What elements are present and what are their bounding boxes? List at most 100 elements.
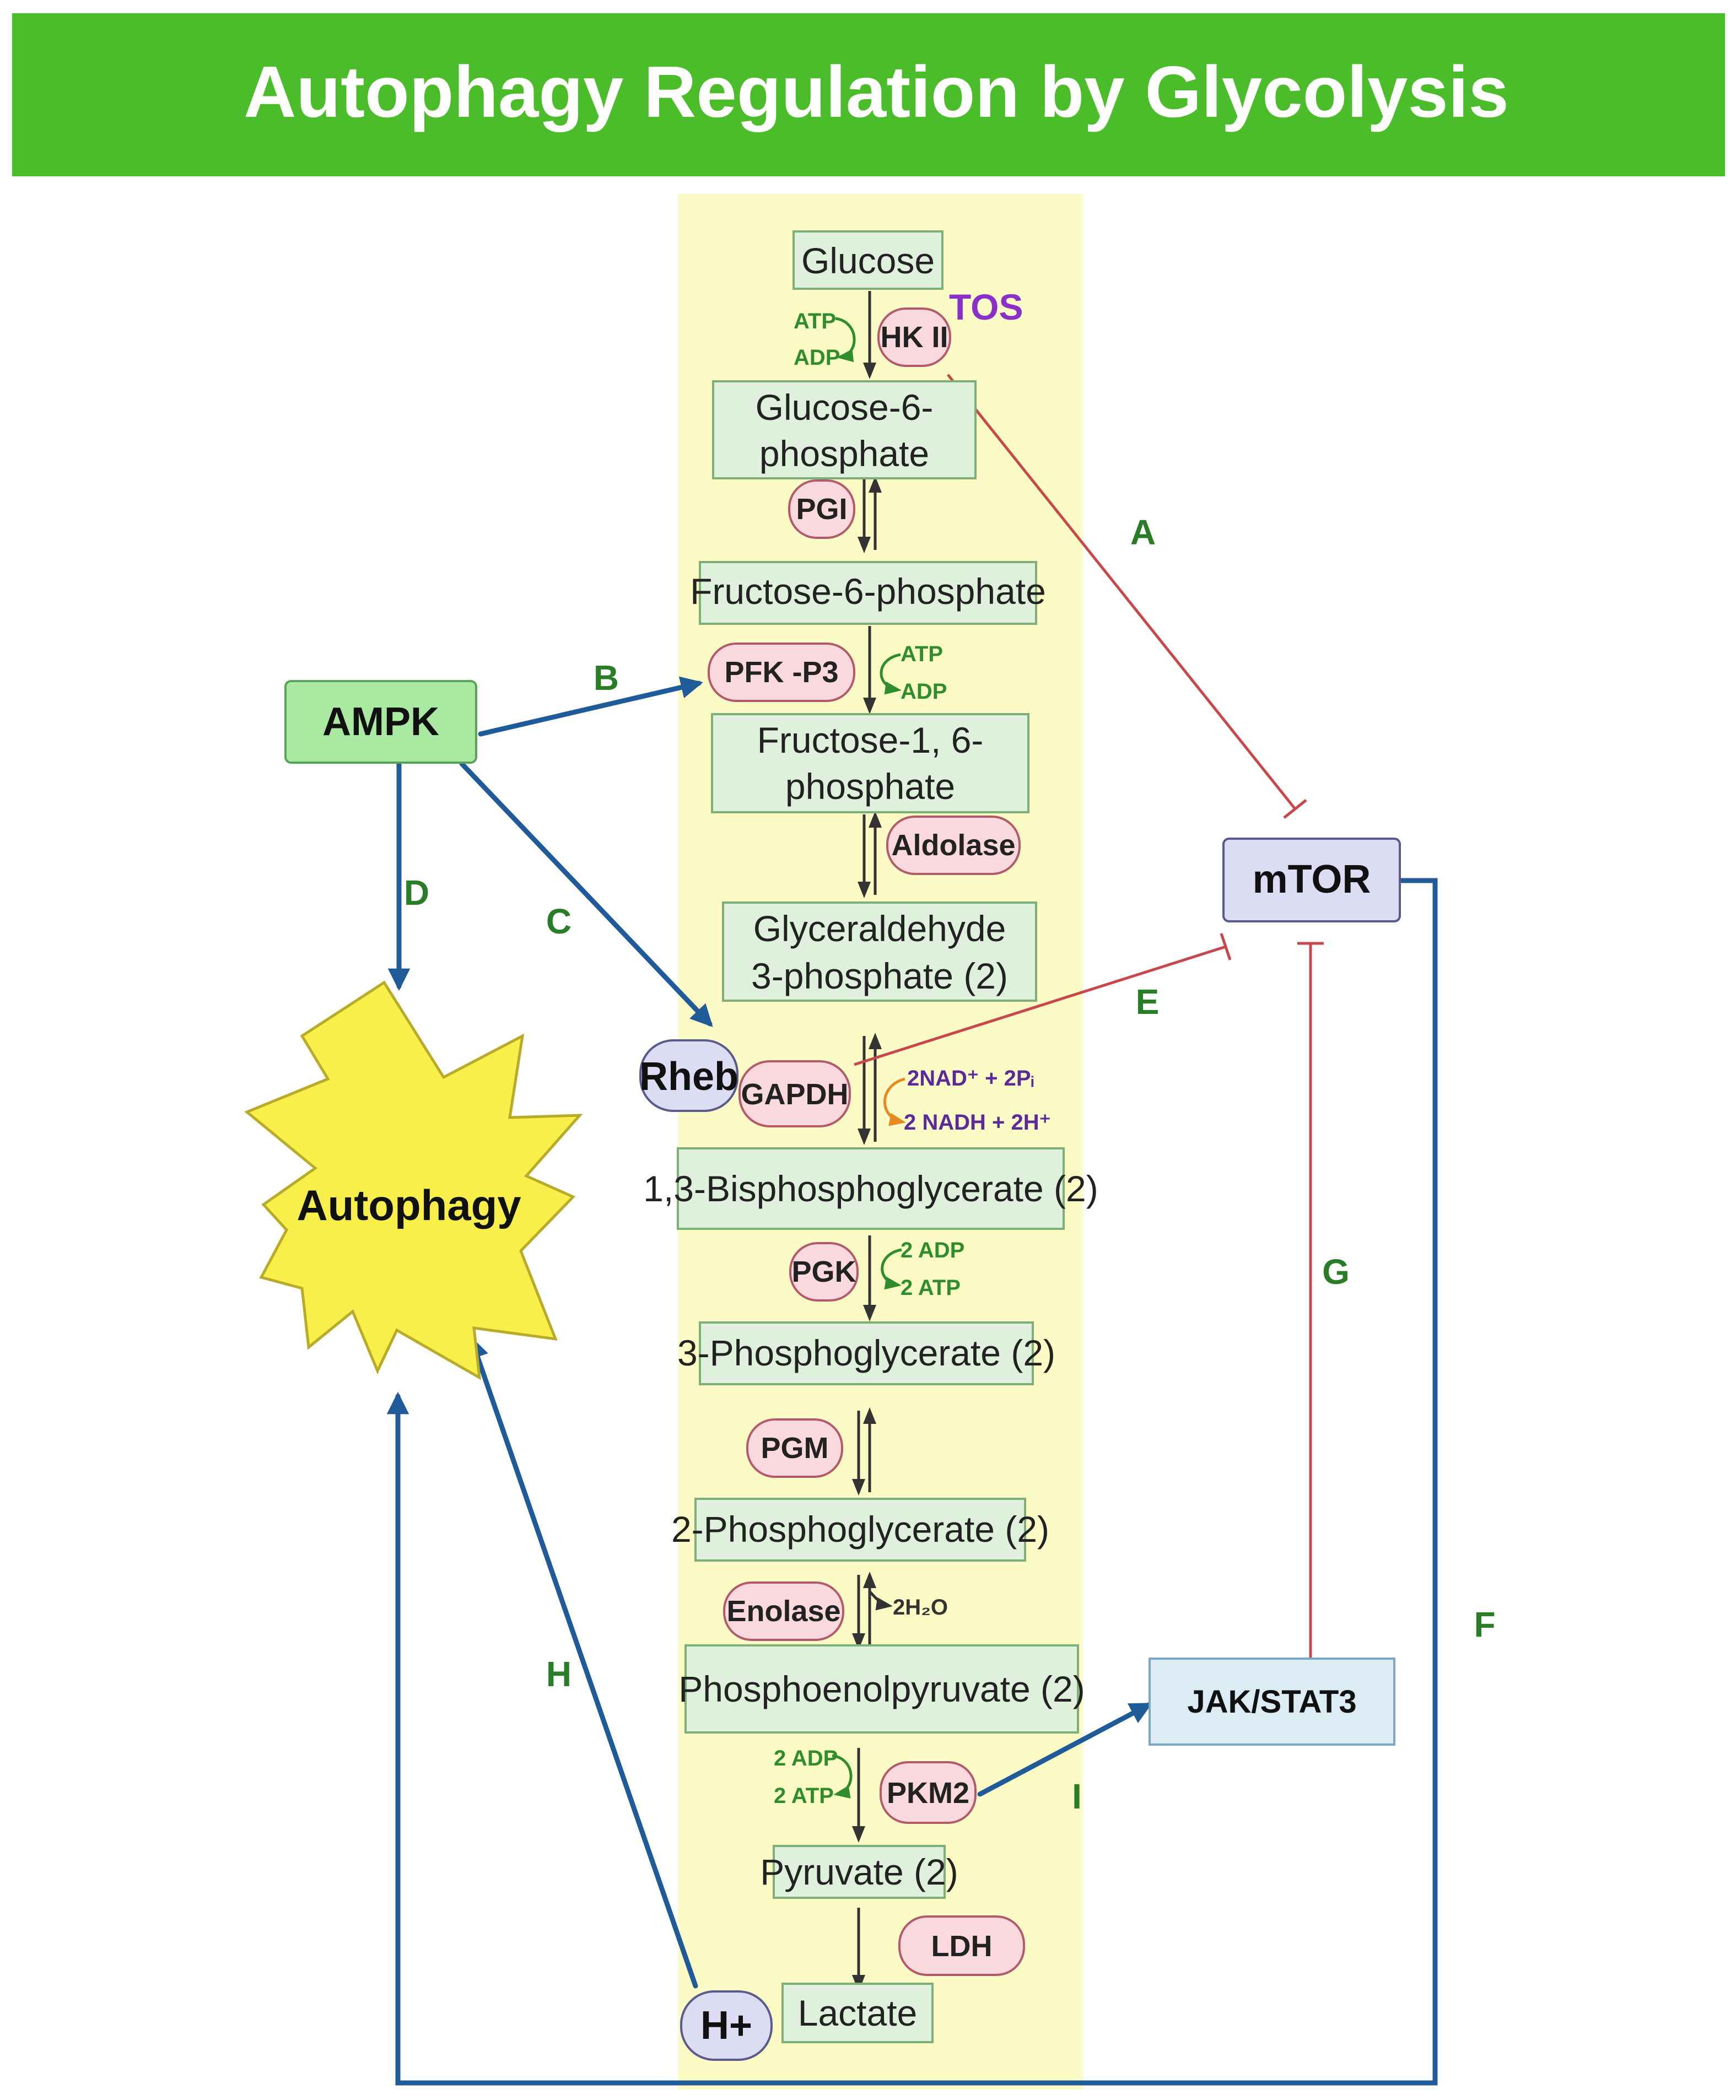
tos-label: TOS — [949, 287, 1023, 327]
hk-cofactor-curve — [835, 317, 856, 363]
label-pep: Phosphoenolpyruvate (2) — [678, 1669, 1085, 1709]
label-pgi: PGI — [796, 493, 847, 526]
edge-f-arrow — [386, 878, 1438, 2086]
label-enolase: Enolase — [726, 1595, 840, 1628]
label-g6p-line2: phosphate — [759, 433, 929, 474]
label-aldolase: Aldolase — [891, 829, 1015, 862]
enzyme-pfk — [708, 643, 855, 702]
pathway-arrows — [852, 291, 882, 1991]
label-gap-line2: 3-phosphate (2) — [751, 955, 1008, 996]
pgk-cofactor-curve — [881, 1248, 902, 1290]
label-f16bp-line2: phosphate — [785, 766, 955, 807]
enzyme-pgi — [788, 479, 855, 539]
enzyme-enolase — [723, 1581, 844, 1641]
enzyme-pgk — [789, 1242, 859, 1302]
autophagy-starburst — [244, 980, 583, 1380]
label-3pg: 3-Phosphoglycerate (2) — [677, 1332, 1055, 1373]
edge-i-arrow — [977, 1702, 1153, 1797]
edge-a-inhibition — [947, 374, 1307, 819]
edge-label-a: A — [1130, 512, 1156, 552]
title-bar — [12, 13, 1725, 176]
metabolite-f6p — [699, 561, 1037, 625]
autophagy-label: Autophagy — [296, 1181, 521, 1229]
label-2pg: 2-Phosphoglycerate (2) — [671, 1509, 1049, 1550]
enzyme-pgm — [746, 1418, 843, 1478]
metabolite-pep — [684, 1644, 1079, 1734]
cofactor-enolase-out: 2H₂O — [893, 1595, 948, 1619]
label-lactate: Lactate — [798, 1993, 918, 2033]
cofactor-pfk-out: ADP — [901, 679, 947, 704]
edge-label-i: I — [1072, 1777, 1082, 1816]
cofactor-pgk-out: 2 ATP — [901, 1276, 961, 1300]
hplus-pill — [680, 1990, 773, 2061]
label-bpg: 1,3-Bisphosphoglycerate (2) — [643, 1168, 1098, 1209]
jak-stat3-box — [1149, 1658, 1395, 1746]
edge-letters: A B C D E F G H I — [404, 512, 1496, 1816]
mtor-label: mTOR — [1253, 857, 1371, 901]
label-pyruvate: Pyruvate (2) — [760, 1851, 958, 1892]
edge-label-b: B — [594, 658, 619, 698]
cofactor-hk-in: ATP — [794, 309, 836, 333]
cofactor-pkm-in: 2 ADP — [774, 1746, 838, 1770]
edge-g-inhibition — [1297, 942, 1324, 1658]
edge-label-e: E — [1136, 982, 1160, 1022]
ampk-box — [284, 680, 477, 764]
enzyme-labels: HK II PGI PFK -P3 Aldolase GAPDH PGK PGM… — [724, 321, 1015, 1963]
edge-label-f: F — [1474, 1605, 1495, 1644]
cofactor-pgk-in: 2 ADP — [901, 1238, 964, 1262]
enzyme-pills — [708, 307, 1025, 1976]
label-gapdh: GAPDH — [741, 1078, 848, 1111]
cofactor-gapdh-in: 2NAD⁺ + 2Pᵢ — [907, 1066, 1034, 1091]
label-f6p: Fructose-6-phosphate — [690, 571, 1046, 612]
edge-c-arrow — [459, 761, 713, 1027]
enolase-cofactor-curve — [869, 1590, 893, 1611]
cofactor-pfk-in: ATP — [901, 642, 943, 666]
metabolite-lactate — [781, 1983, 934, 2043]
label-hk2: HK II — [880, 321, 948, 354]
label-pkm2: PKM2 — [887, 1777, 969, 1810]
cofactor-labels: ATP ADP ATP ADP 2NAD⁺ + 2Pᵢ 2 NADH + 2H⁺… — [774, 309, 1051, 1808]
jak-stat3-label: JAK/STAT3 — [1187, 1684, 1356, 1720]
metabolite-pyruvate — [773, 1845, 946, 1899]
enzyme-pkm2 — [880, 1761, 977, 1824]
page-title: Autophagy Regulation by Glycolysis — [244, 51, 1509, 132]
label-pfk: PFK -P3 — [724, 656, 838, 689]
edge-h-arrow — [467, 1336, 698, 1989]
enzyme-ldh — [898, 1915, 1025, 1976]
label-glucose: Glucose — [801, 240, 935, 281]
edge-label-g: G — [1322, 1252, 1350, 1292]
metabolite-2pg — [694, 1498, 1026, 1562]
metabolite-3pg — [699, 1321, 1034, 1385]
edge-e-inhibition — [854, 933, 1232, 1066]
cofactor-hk-out: ADP — [794, 345, 840, 370]
edge-b-arrow — [478, 676, 703, 737]
label-f16bp-line1: Fructose-1, 6- — [757, 720, 984, 760]
label-ldh: LDH — [931, 1930, 993, 1963]
edge-label-h: H — [546, 1654, 572, 1694]
metabolite-gap — [722, 901, 1037, 1002]
activation-arrows — [386, 676, 1438, 2086]
label-gap-line1: Glyceraldehyde — [753, 908, 1006, 949]
enzyme-gapdh — [738, 1060, 851, 1127]
metabolite-boxes — [677, 230, 1079, 2043]
metabolite-labels: Glucose Glucose-6- phosphate Fructose-6-… — [643, 240, 1098, 2033]
pfk-cofactor-curve — [880, 653, 902, 695]
label-pgm: PGM — [761, 1432, 828, 1465]
enzyme-hk2 — [877, 307, 951, 367]
gapdh-cofactor-curve — [883, 1077, 906, 1126]
hplus-label: H+ — [700, 2004, 752, 2048]
edge-label-c: C — [546, 901, 572, 941]
cofactor-arrows — [832, 317, 906, 1799]
metabolite-f16bp — [711, 713, 1029, 813]
label-pgk: PGK — [791, 1255, 856, 1288]
ampk-label: AMPK — [322, 700, 439, 744]
mtor-box — [1222, 838, 1401, 922]
cofactor-gapdh-out: 2 NADH + 2H⁺ — [904, 1110, 1051, 1135]
pkm-cofactor-curve — [832, 1754, 853, 1799]
rheb-pill — [639, 1039, 738, 1112]
enzyme-aldolase — [886, 816, 1021, 875]
edge-label-d: D — [404, 873, 429, 913]
metabolite-g6p — [712, 380, 977, 479]
metabolite-bpg — [677, 1147, 1065, 1230]
